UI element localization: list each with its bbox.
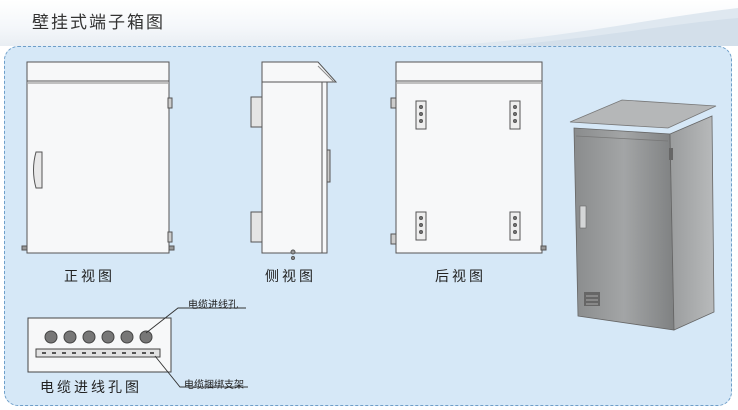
mounting-bracket-icon bbox=[415, 100, 427, 130]
cable-hole-row bbox=[44, 330, 153, 344]
vent-icon bbox=[584, 292, 600, 306]
cable-hole-callout: 电缆进线孔 bbox=[188, 300, 238, 311]
cable-hole-view-caption: 电缆进线孔图 bbox=[40, 380, 142, 396]
header-bar: 壁挂式端子箱图 bbox=[0, 0, 738, 46]
mounting-bracket-icon bbox=[415, 211, 427, 241]
mounting-bracket-icon bbox=[509, 100, 521, 130]
cable-hole-view-drawing bbox=[27, 317, 172, 373]
header-decoration bbox=[438, 8, 738, 46]
cabinet-3d-render bbox=[569, 99, 717, 331]
bracket-callout: 电缆捆绑支架 bbox=[184, 380, 244, 391]
page-title: 壁挂式端子箱图 bbox=[32, 13, 165, 33]
back-view-caption: 后视图 bbox=[435, 269, 486, 285]
back-view-drawing bbox=[390, 61, 547, 254]
side-view-caption: 侧视图 bbox=[265, 269, 316, 285]
callout-lines bbox=[145, 307, 248, 388]
mounting-bracket-icon bbox=[509, 211, 521, 241]
door-handle-icon bbox=[33, 151, 43, 189]
side-view-drawing bbox=[250, 61, 338, 260]
front-view-caption: 正视图 bbox=[64, 269, 115, 285]
front-view-drawing bbox=[21, 61, 175, 254]
